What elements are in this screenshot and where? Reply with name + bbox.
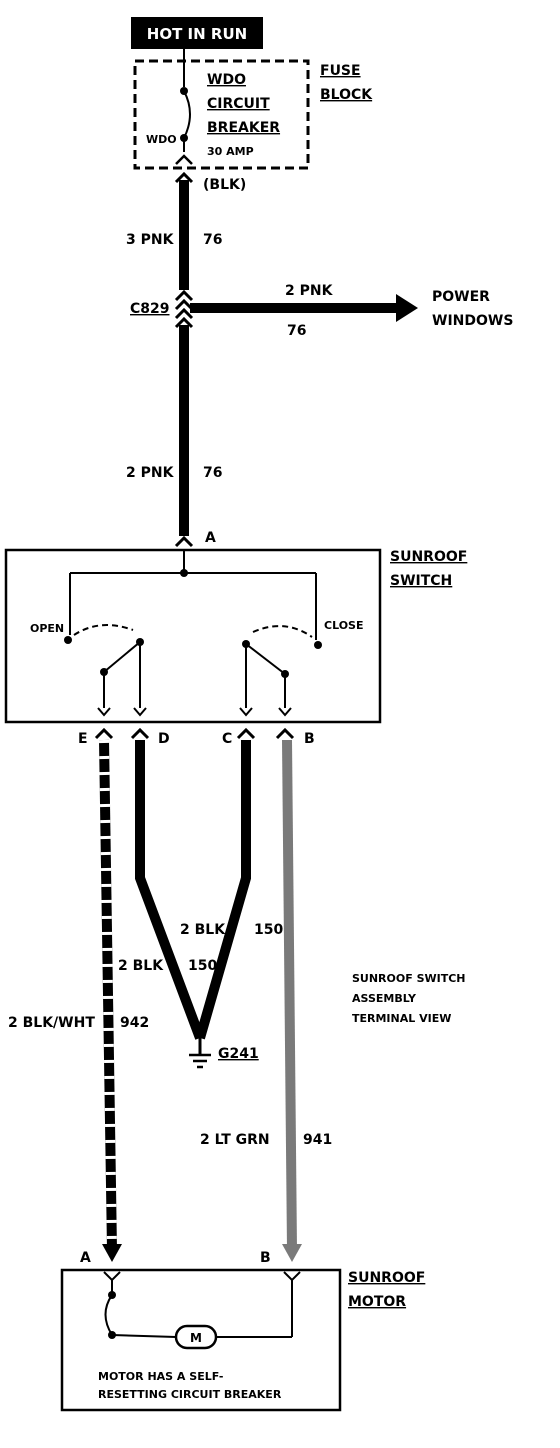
branch-gauge: 2 PNK [285, 283, 334, 299]
motor-a-gauge: 2 BLK/WHT [8, 1015, 95, 1031]
motor-a-circuit: 942 [120, 1015, 149, 1031]
breaker-name-3: BREAKER [207, 120, 280, 136]
motor-note-1: MOTOR HAS A SELF- [98, 1370, 223, 1383]
motor-title-1: SUNROOF [348, 1270, 425, 1286]
switch-title-1: SUNROOF [390, 549, 467, 565]
fuse-block: WDO WDO CIRCUIT BREAKER 30 AMP [133, 59, 310, 170]
note-line-1: SUNROOF SWITCH [352, 972, 466, 985]
switch-terminal-c: C [222, 731, 232, 747]
ground-label: G241 [218, 1046, 259, 1062]
arrow-right-icon [396, 294, 418, 322]
switch-terminal-b: B [304, 731, 315, 747]
switch-title-2: SWITCH [390, 573, 452, 589]
motor-note-2: RESETTING CIRCUIT BREAKER [98, 1388, 282, 1401]
wire-blk-wht [99, 739, 117, 1251]
breaker-element-icon [183, 90, 191, 139]
switch-output-terminals [94, 727, 295, 740]
breaker-rating: 30 AMP [207, 145, 254, 158]
branch-circuit: 76 [287, 323, 306, 339]
breaker-name-1: WDO [207, 72, 246, 88]
switch-terminal-a: A [205, 530, 216, 546]
motor-title-2: MOTOR [348, 1294, 406, 1310]
note-line-3: TERMINAL VIEW [352, 1012, 451, 1025]
breaker-element-label: WDO [146, 133, 177, 146]
sunroof-switch: OPEN CLOSE [4, 548, 382, 724]
switch-terminal-e: E [78, 731, 88, 747]
arrow-down-icon [282, 1244, 302, 1262]
ground-right-circuit: 150 [254, 922, 283, 938]
ground-right-gauge: 2 BLK [180, 922, 226, 938]
switch-close-label: CLOSE [324, 619, 363, 632]
power-source-badge: HOT IN RUN [131, 17, 263, 49]
ground-left-gauge: 2 BLK [118, 958, 164, 974]
motor-b-circuit: 941 [303, 1132, 332, 1148]
switch-open-label: OPEN [30, 622, 64, 635]
fuse-block-title-1: FUSE [320, 63, 361, 79]
feed-top-gauge: 3 PNK [126, 232, 175, 248]
motor-symbol: M [190, 1331, 202, 1345]
note-line-2: ASSEMBLY [352, 992, 417, 1005]
wire-blk-left [135, 740, 205, 1040]
arrow-down-icon [102, 1244, 122, 1262]
fuse-block-title-2: BLOCK [320, 87, 373, 103]
sunroof-motor: M MOTOR HAS A SELF- RESETTING CIRCUIT BR… [60, 1268, 342, 1412]
power-source-label: HOT IN RUN [147, 25, 247, 43]
fuse-wire-color: (BLK) [203, 177, 246, 193]
feed-switch-circuit: 76 [203, 465, 222, 481]
wire-blk-right [195, 740, 251, 1040]
motor-breaker-icon [104, 1294, 113, 1336]
connector-label: C829 [130, 301, 170, 317]
motor-icon [174, 1324, 218, 1350]
motor-terminal-b-label: B [260, 1250, 271, 1266]
feed-top-circuit: 76 [203, 232, 222, 248]
feed-switch-gauge: 2 PNK [126, 465, 175, 481]
wire-lt-grn [282, 739, 297, 1251]
switch-terminal-d: D [158, 731, 170, 747]
ground-icon [189, 1036, 211, 1069]
fuse-terminal-icon [174, 171, 194, 184]
motor-b-gauge: 2 LT GRN [200, 1132, 270, 1148]
connector-c829 [174, 289, 194, 329]
power-windows-2: WINDOWS [432, 313, 513, 329]
ground-left-circuit: 150 [188, 958, 217, 974]
power-windows-1: POWER [432, 289, 490, 305]
breaker-name-2: CIRCUIT [207, 96, 270, 112]
motor-terminal-a-label: A [80, 1250, 91, 1266]
